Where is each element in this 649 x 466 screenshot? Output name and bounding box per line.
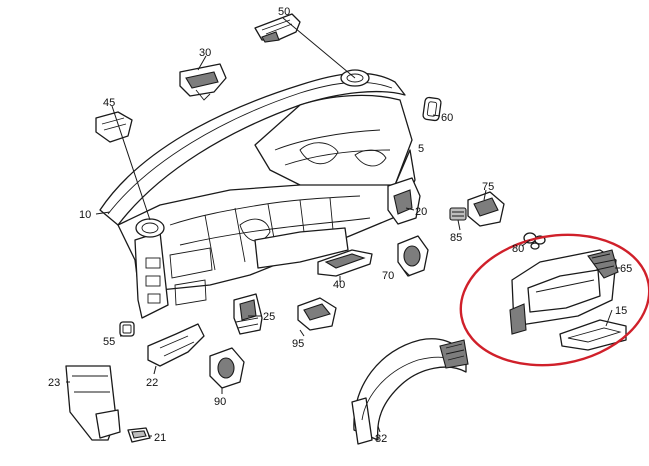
callout-labels: 50 30 45 60 5 10 75 20 85 80 65 15 40 70…	[48, 6, 632, 445]
callout-65: 65	[620, 263, 632, 275]
callout-85: 85	[450, 232, 462, 244]
part-65-glovebox-housing	[509, 249, 619, 335]
dashboard-carrier	[99, 69, 416, 319]
callout-82: 82	[375, 433, 387, 445]
leader-lines	[66, 17, 620, 437]
callout-22: 22	[146, 377, 158, 389]
part-60-clip	[422, 96, 442, 122]
callout-30: 30	[199, 47, 211, 59]
callout-90: 90	[214, 396, 226, 408]
part-85-switch	[449, 207, 467, 221]
callout-75: 75	[482, 181, 494, 193]
part-30-vent	[179, 63, 227, 101]
part-21-clip	[127, 427, 151, 443]
part-70-vent	[397, 235, 429, 277]
part-82-cluster-bezel	[351, 338, 469, 445]
callout-70: 70	[382, 270, 394, 282]
callout-23: 23	[48, 377, 60, 389]
callout-45: 45	[103, 97, 115, 109]
part-22-duct	[147, 323, 205, 367]
callout-15: 15	[615, 305, 627, 317]
part-25-switch-block	[233, 293, 263, 335]
callout-25: 25	[263, 311, 275, 323]
part-20-bracket	[387, 177, 421, 225]
part-95-vent	[297, 297, 337, 331]
callout-80: 80	[512, 243, 524, 255]
callout-50: 50	[278, 6, 290, 18]
callout-21: 21	[154, 432, 166, 444]
part-90-vent	[209, 347, 245, 389]
callout-95: 95	[292, 338, 304, 350]
part-75-vent-housing	[467, 191, 505, 227]
callout-20: 20	[415, 206, 427, 218]
part-50-defrost-vent	[254, 13, 301, 43]
part-23-duct	[65, 365, 121, 441]
part-45-speaker-cover	[95, 111, 133, 143]
callout-10: 10	[79, 209, 91, 221]
callout-5: 5	[418, 143, 424, 155]
part-15-glovebox-lid	[559, 319, 627, 351]
callout-55: 55	[103, 336, 115, 348]
callout-40: 40	[333, 279, 345, 291]
callout-60: 60	[441, 112, 453, 124]
part-40-center-vent	[317, 249, 373, 277]
part-55-cap	[119, 321, 135, 337]
